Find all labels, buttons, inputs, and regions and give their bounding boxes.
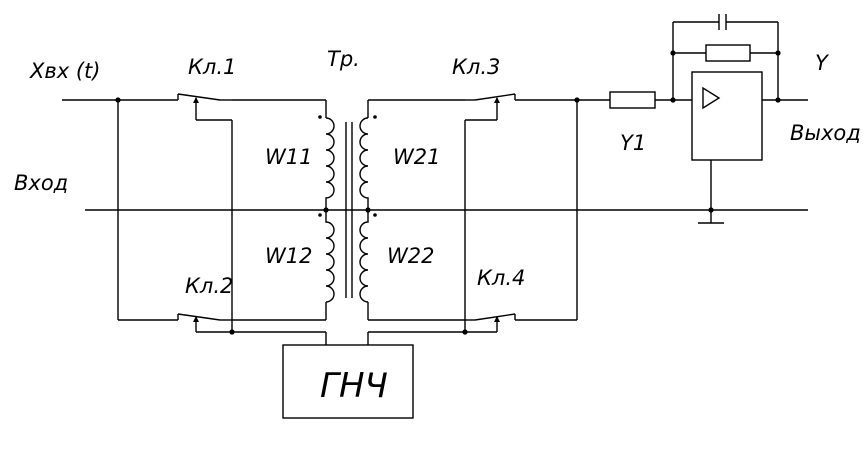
- generator-label: ГНЧ: [320, 366, 388, 406]
- transformer-label: Тр.: [327, 47, 360, 71]
- winding-w11: [325, 117, 335, 210]
- winding12-label: W12: [265, 244, 313, 268]
- winding11-label: W11: [265, 145, 313, 169]
- feedback-network: [672, 14, 779, 100]
- transformer-core: [345, 122, 353, 298]
- primary-control-dot: [229, 329, 235, 335]
- switch2-label: Кл.2: [185, 274, 233, 298]
- input-node-dot: [115, 97, 121, 103]
- input-label: Вход: [14, 171, 68, 195]
- switch-kl4: [465, 313, 516, 333]
- winding-w21: [359, 117, 369, 210]
- primary-center-tap-dot: [323, 207, 329, 213]
- input-wires: [62, 99, 808, 321]
- output-node-dot: [574, 97, 580, 103]
- ground-symbol: [698, 160, 724, 224]
- feedback-left-dot: [670, 50, 676, 56]
- switch1-label: Кл.1: [188, 55, 236, 79]
- w11-polarity-dot: [318, 115, 322, 119]
- generator-block: [282, 344, 414, 419]
- ground-node-dot: [708, 207, 714, 213]
- winding22-label: W22: [387, 244, 435, 268]
- output-junction-wiring: [515, 99, 610, 321]
- secondary-wiring: [367, 99, 466, 345]
- feedback-right-dot: [775, 50, 781, 56]
- w21-polarity-dot: [373, 115, 377, 119]
- winding21-label: W21: [393, 145, 441, 169]
- w22-polarity-dot: [373, 213, 377, 217]
- w12-polarity-dot: [318, 213, 322, 217]
- switch-kl1: [177, 93, 232, 121]
- output-label: Выход: [790, 121, 861, 145]
- input-signal-label: Xвх (t): [29, 59, 101, 83]
- primary-wiring: [231, 99, 327, 345]
- switch4-label: Кл.4: [477, 266, 525, 290]
- output-signal-label: Y: [815, 51, 830, 75]
- secondary-center-tap-dot: [365, 207, 371, 213]
- resistor-y1: [609, 91, 656, 109]
- switch-kl2: [177, 313, 232, 333]
- resistor-y1-label: Y1: [620, 131, 646, 155]
- switch-kl3: [465, 93, 516, 121]
- switch3-label: Кл.3: [452, 55, 500, 79]
- winding-w12: [325, 210, 335, 303]
- opamp-block: [691, 71, 763, 161]
- winding-w22: [359, 210, 369, 303]
